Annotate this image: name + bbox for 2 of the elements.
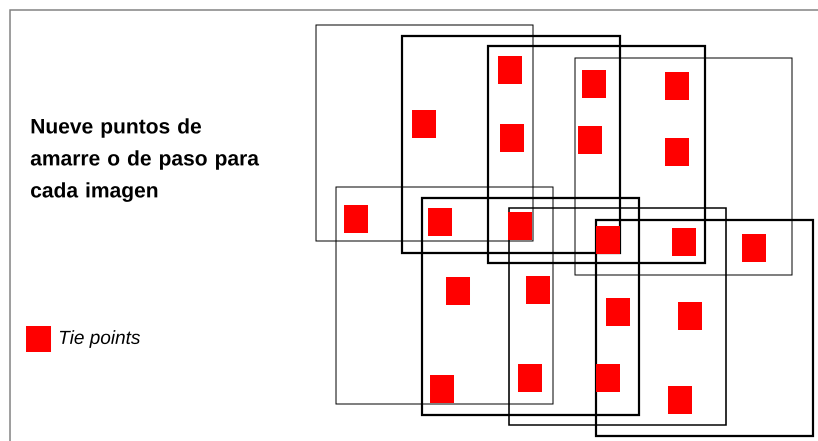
- legend-label: Tie points: [60, 330, 140, 348]
- heading-note: Nueve puntos de amarre o de paso para cada imagen: [30, 118, 260, 202]
